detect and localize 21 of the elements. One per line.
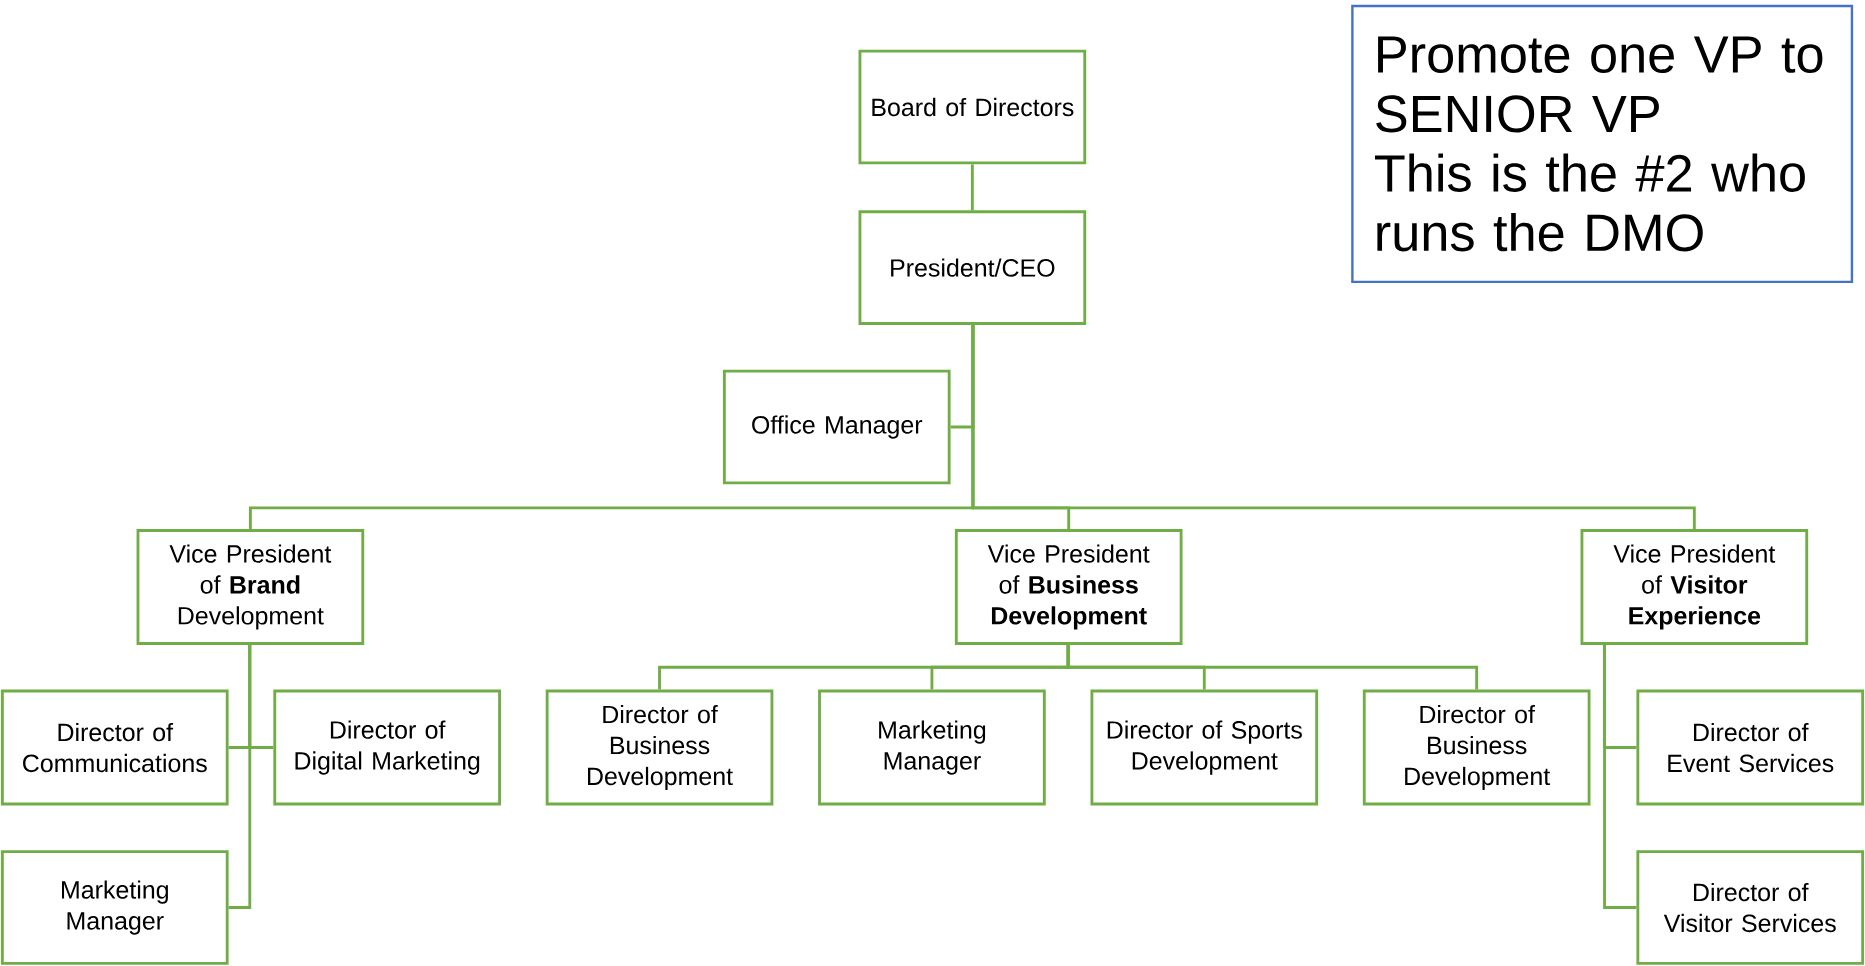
org-box: Director of Communications [0,689,229,806]
org-box: Director of Digital Marketing [273,689,501,806]
org-box: President/CEO [858,210,1087,326]
org-box: Director of Sports Development [1090,689,1319,806]
connector-line [228,645,252,910]
org-box: Marketing Manager [818,689,1046,806]
org-box: Marketing Manager [0,850,229,965]
connector-line [1066,645,1479,690]
org-box: Board of Directors [858,49,1087,165]
org-box: Director of Visitor Services [1636,850,1865,965]
note-box: Promote one VP to SENIOR VP This is the #2 who runs the DMO [1351,4,1854,284]
connector-line [970,164,974,211]
org-box: Director of Business Development [545,689,774,806]
org-box: Vice President of Brand Development [136,529,365,645]
connector-line [971,325,1696,530]
org-box: Vice President of Visitor Experience [1580,529,1809,645]
connector-line [1603,645,1637,910]
org-box: Director of Business Development [1362,689,1591,806]
org-box: Director of Event Services [1636,689,1865,806]
org-box: Vice President of Business Development [954,529,1183,645]
org-box: Office Manager [722,369,951,485]
